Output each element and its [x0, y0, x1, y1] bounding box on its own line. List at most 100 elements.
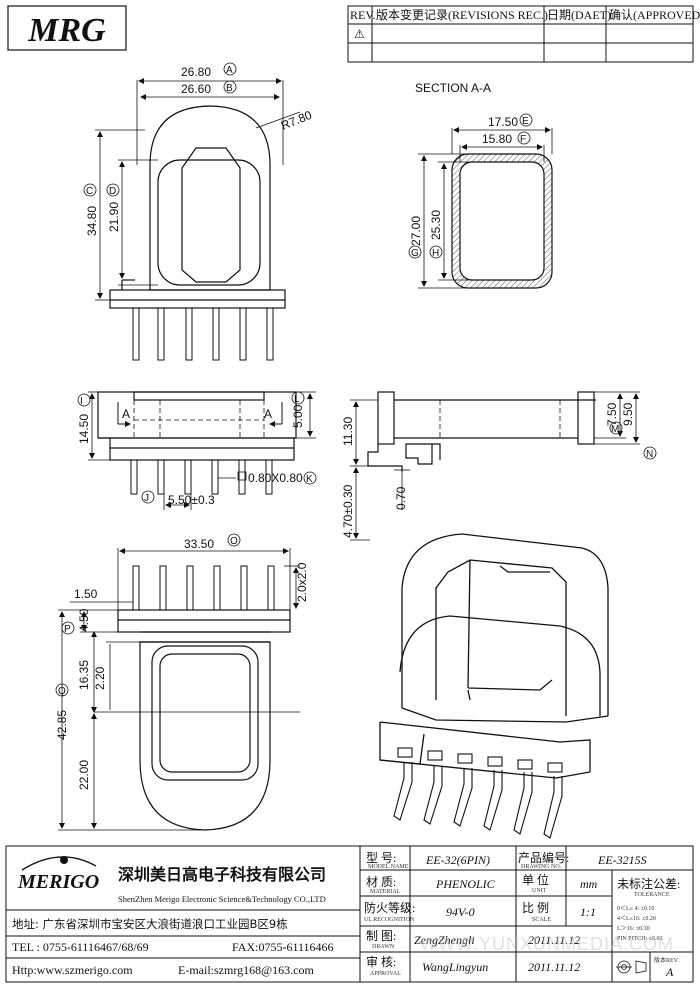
- drawn-label: 制 图:: [366, 929, 396, 943]
- merigo-logo: MERIGO: [17, 856, 99, 893]
- scale-label: 比 例: [522, 901, 549, 915]
- dim-bottom-total: 42.85: [55, 710, 69, 740]
- revisions-header: 版本变更记录(REVISIONS REC.): [376, 7, 548, 22]
- section-dim-lines: [418, 127, 553, 289]
- isometric-pins: [393, 747, 563, 839]
- rev-warning-symbol: ⚠: [354, 27, 365, 41]
- marker-n: N: [646, 449, 653, 460]
- front-view: [97, 391, 297, 461]
- markers-top: [83, 62, 237, 197]
- isometric-view: [379, 533, 609, 779]
- logo: MRG: [7, 5, 127, 51]
- top-view-outline: [149, 105, 271, 291]
- dim-pin-size: 0.80X0.80: [248, 471, 303, 485]
- side-view: [367, 391, 596, 472]
- dim-side-h2: 7.50: [605, 402, 619, 426]
- side-view-dashes: [439, 400, 561, 438]
- side-dim-lines: [350, 391, 640, 541]
- approval-label: 审 核:: [366, 954, 396, 969]
- merigo-text: MERIGO: [17, 871, 99, 893]
- projection-symbol-icon: [616, 960, 647, 974]
- material-label: 材 质:: [366, 875, 396, 889]
- section-view: [451, 153, 553, 289]
- dim-sec-height-outer: 27.00: [409, 216, 423, 246]
- company-tel: TEL : 0755-61116467/68/69: [12, 940, 149, 954]
- unit-value: mm: [580, 877, 598, 891]
- company-web: Http:www.szmerigo.com: [12, 963, 133, 977]
- markers-bottom: [55, 533, 241, 697]
- rev-value: A: [665, 965, 674, 979]
- fire-value: 94V-0: [446, 905, 475, 919]
- marker-a: A: [226, 65, 233, 76]
- tolerance-3: L＞16: ±0.30: [617, 926, 650, 932]
- markers-front: [77, 391, 317, 504]
- unit-sub: UNIT: [532, 888, 547, 894]
- company-address: 地址: 广东省深圳市宝安区大浪街道浪口工业园B区9栋: [12, 917, 288, 931]
- fire-sub: UL RECOGNITION: [364, 917, 415, 923]
- dim-sec-height-inner: 25.30: [429, 210, 443, 240]
- dim-bottom-h3: 22.00: [77, 760, 91, 790]
- marker-j: J: [144, 493, 149, 504]
- marker-l: L: [294, 394, 300, 405]
- approval-value: WangLingyun: [422, 960, 488, 974]
- dim-side-h3: 9.50: [621, 402, 635, 426]
- approval-sub: APPROVAL: [370, 971, 401, 977]
- material-value: PHENOLIC: [435, 877, 496, 891]
- dim-pin-pitch: 5.50±0.3: [168, 493, 215, 507]
- drawn-sub: DRAWN: [372, 944, 395, 950]
- drawing-no-sub: DRAWING NO.: [521, 864, 562, 870]
- drawing-no-value: EE-3215S: [597, 853, 647, 867]
- dim-front-height: 14.50: [77, 414, 91, 444]
- model-sub: MODEL NAME: [368, 864, 409, 870]
- dim-bottom-width: 33.50: [184, 537, 214, 551]
- watermark: WWW.YUNXUNMEDIA.COM: [420, 934, 674, 954]
- section-cut-right: A: [264, 407, 272, 421]
- section-title: SECTION A-A: [415, 81, 491, 95]
- front-view-dashes: [133, 400, 265, 438]
- title-block-frame: [5, 845, 694, 983]
- fire-label: 防火等级:: [364, 900, 415, 915]
- top-view-window-outer: [157, 159, 261, 286]
- top-view-base: [109, 289, 286, 309]
- marker-g: G: [411, 248, 419, 259]
- dim-top-width-outer: 26.80: [181, 65, 211, 79]
- dim-top-radius: R7.80: [279, 108, 314, 133]
- rev-label: 版本REV.: [654, 956, 679, 964]
- marker-i: I: [80, 396, 83, 407]
- marker-d: D: [109, 186, 116, 197]
- unit-label: 单 位: [522, 872, 549, 887]
- drawn-value: ZengZhengli: [414, 933, 475, 947]
- front-dim-lines: [88, 391, 316, 510]
- company-en: ShenZhen Merigo Electronic Science&Techn…: [118, 894, 326, 904]
- revision-table: [347, 5, 694, 63]
- drawing-no-label: 产品编号:: [518, 850, 569, 865]
- model-label: 型 号:: [366, 851, 396, 865]
- approved-header: 确认(APPROVED): [609, 8, 700, 22]
- material-sub: MATERIAL: [370, 889, 401, 895]
- marker-b: B: [226, 83, 233, 94]
- front-view-pins: [130, 459, 273, 495]
- approval-date: 2011.11.12: [528, 960, 580, 974]
- dim-bottom-pin-h: 2.0x2.0: [295, 562, 309, 602]
- top-view: [109, 105, 286, 309]
- scale-sub: SCALE: [532, 917, 551, 923]
- model-value: EE-32(6PIN): [425, 853, 490, 867]
- marker-q: Q: [58, 686, 66, 697]
- dim-bottom-top: 4.50: [77, 608, 91, 632]
- dim-bottom-margin: 1.50: [74, 587, 98, 601]
- company-fax: FAX:0755-61116466: [232, 940, 334, 954]
- tolerance-label: 未标注公差:: [617, 876, 680, 891]
- bottom-view-pins: [132, 565, 275, 611]
- logo-text: MRG: [27, 12, 106, 49]
- marker-o: O: [230, 536, 238, 547]
- dim-sec-width-outer: 17.50: [488, 115, 518, 129]
- top-view-window-inner: [181, 147, 241, 283]
- markers-side: [609, 421, 657, 460]
- bottom-view: [117, 609, 291, 831]
- dim-side-pin-len: 4.70±0.30: [341, 484, 355, 538]
- scale-value: 1:1: [580, 905, 596, 919]
- bottom-dim-lines: [58, 548, 300, 831]
- dim-bottom-h1: 16.35: [77, 660, 91, 690]
- marker-c: C: [86, 186, 93, 197]
